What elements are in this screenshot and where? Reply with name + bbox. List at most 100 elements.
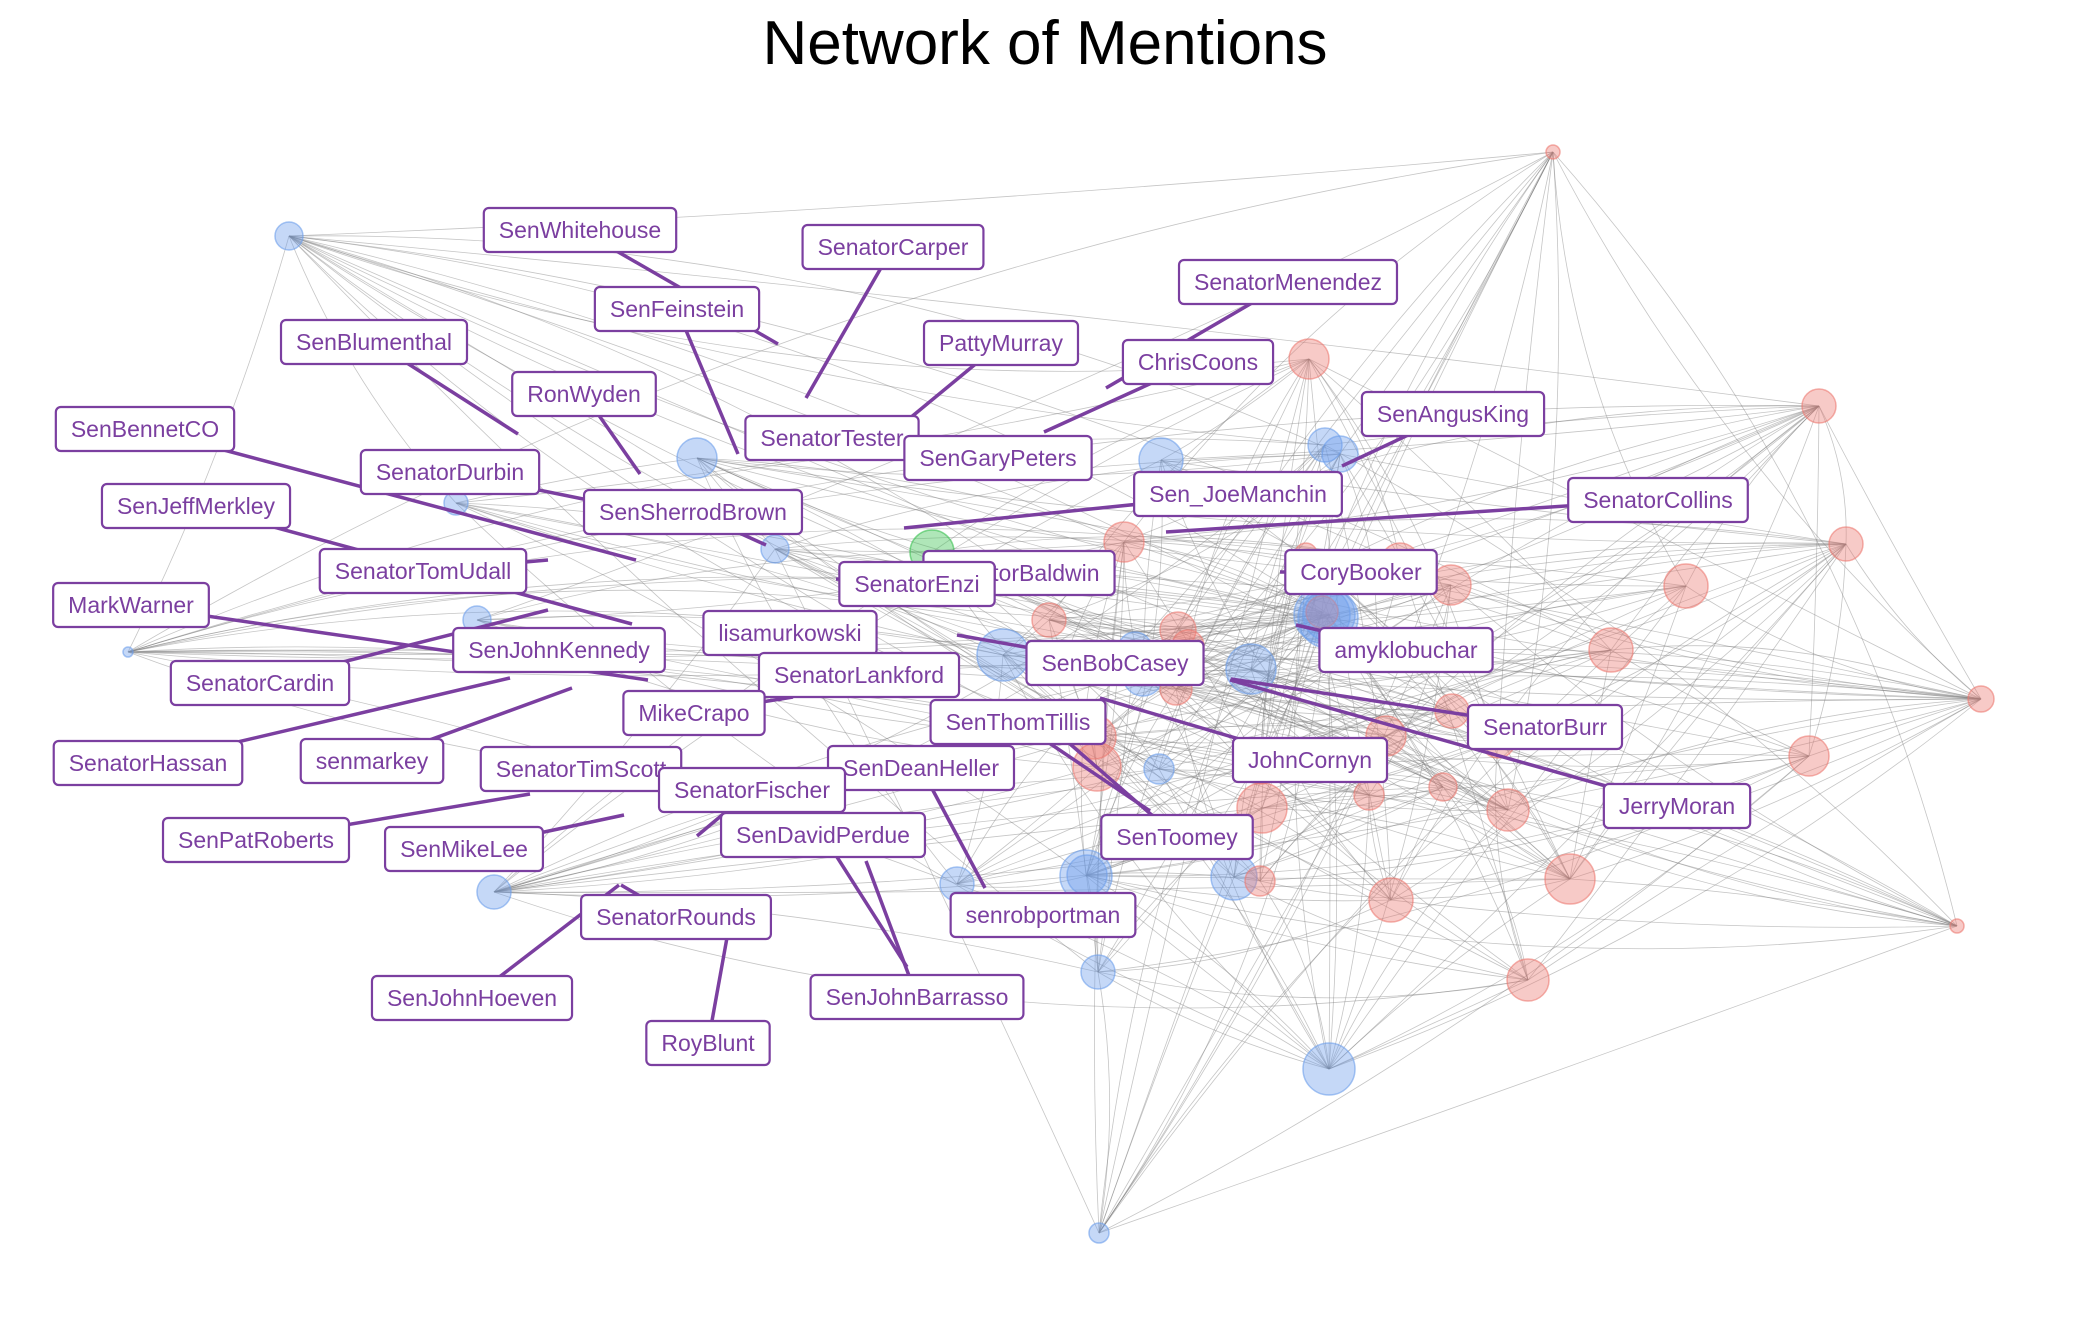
node-label-box <box>370 974 574 1022</box>
node-label-text: SenAngusKing <box>1377 401 1529 427</box>
edge <box>1569 649 1612 880</box>
edge <box>1123 518 1847 545</box>
node-label-text: SenatorHassan <box>69 750 228 776</box>
node-label: CoryBooker <box>1284 548 1438 596</box>
edge <box>1808 698 1982 757</box>
node-label-text: SenToomey <box>1116 824 1238 850</box>
edge <box>1552 151 1958 927</box>
edge <box>1385 735 1509 811</box>
edge <box>1808 543 1847 757</box>
node-red <box>1288 338 1330 380</box>
edge <box>1175 688 1444 788</box>
node-label: SenatorLankford <box>757 651 961 699</box>
edge <box>1175 675 1982 700</box>
node-label: PattyMurray <box>922 319 1080 367</box>
edge <box>288 235 1377 647</box>
edge <box>1175 543 1847 690</box>
node-label-box <box>1231 736 1389 784</box>
node-label-box <box>1466 703 1624 751</box>
node-label-box <box>482 206 678 254</box>
edge <box>1328 543 1847 616</box>
node-blue <box>122 646 134 658</box>
label-leader-line <box>804 246 895 399</box>
edge <box>1385 543 1847 737</box>
node-blue <box>1321 435 1359 473</box>
edge <box>1390 543 1847 901</box>
edge <box>1093 736 1392 901</box>
node-label: amyklobuchar <box>1318 626 1494 674</box>
edge <box>288 235 1125 543</box>
node-label-box <box>929 698 1107 746</box>
node-label-text: SenThomTillis <box>946 709 1091 735</box>
node-label-text: SenatorRounds <box>596 904 756 930</box>
node-label-text: SenBlumenthal <box>296 329 452 355</box>
edge <box>696 457 1847 545</box>
edge <box>1177 585 1687 631</box>
edge <box>1233 358 1310 878</box>
edge <box>1048 619 1982 700</box>
edge <box>1261 807 1571 880</box>
edge <box>1845 543 1982 700</box>
node-label: MikeCrapo <box>622 689 766 737</box>
edge <box>1385 735 1444 788</box>
node-red <box>1031 602 1067 638</box>
node-label: Sen_JoeManchin <box>1133 470 1343 518</box>
edge <box>1442 786 1571 880</box>
node-label-text: JerryMoran <box>1619 793 1735 819</box>
node-label: SenGaryPeters <box>903 434 1093 482</box>
node-blue <box>676 437 718 479</box>
node-label-box <box>579 893 773 941</box>
edge <box>1818 405 1982 700</box>
node-label-text: lisamurkowski <box>718 620 861 646</box>
node-label: SenBennetCO <box>54 405 236 453</box>
node-label-box <box>100 482 292 530</box>
edge <box>1442 786 1958 927</box>
edge <box>493 753 1810 893</box>
edge <box>1328 614 1331 1070</box>
edge <box>127 589 1136 653</box>
edge <box>288 235 1341 455</box>
node-label: RonWyden <box>511 370 657 418</box>
node-label: SenWhitehouse <box>482 206 678 254</box>
edge <box>1002 619 1050 656</box>
node-label-box <box>318 547 528 595</box>
edge <box>1259 878 1571 899</box>
node-label-text: JohnCornyn <box>1248 747 1372 773</box>
node-label-text: SenatorBurr <box>1483 714 1607 740</box>
edge <box>1175 688 1529 981</box>
edge <box>1308 358 1571 880</box>
edge <box>1233 876 1529 981</box>
node-label: SenJohnHoeven <box>370 974 574 1022</box>
node-label: JerryMoran <box>1602 782 1752 830</box>
node-label: SenatorDurbin <box>359 448 541 496</box>
edge <box>1368 794 1392 901</box>
node-label-text: SenatorLankford <box>774 662 944 688</box>
label-leader-line <box>675 308 740 455</box>
node-label-box <box>838 560 996 608</box>
node-label-text: amyklobuchar <box>1334 637 1478 663</box>
node-label-text: ChrisCoons <box>1138 349 1258 375</box>
edge <box>476 551 933 621</box>
node-label-box <box>54 405 236 453</box>
node-label-box <box>922 319 1080 367</box>
node-label-box <box>52 739 244 787</box>
edge <box>1098 611 1323 1234</box>
node-label-box <box>279 318 469 366</box>
node-label-box <box>1121 338 1275 386</box>
node-label-text: SenBennetCO <box>71 416 219 442</box>
edge <box>1142 649 1982 700</box>
edge <box>1098 876 1235 1234</box>
edge <box>1002 654 1810 767</box>
node-label-box <box>593 285 761 333</box>
node-label: SenatorHassan <box>52 739 244 787</box>
node-label-box <box>1100 813 1254 861</box>
node-label-text: SenJohnKennedy <box>468 637 650 663</box>
edge <box>1098 617 1329 1234</box>
node-label-text: Sen_JoeManchin <box>1149 481 1327 507</box>
node-label-box <box>511 370 657 418</box>
node-label-box <box>1602 782 1752 830</box>
edge <box>288 235 1982 700</box>
node-label-text: SenatorTimScott <box>496 756 667 782</box>
edge <box>493 585 1687 893</box>
edge <box>288 151 1554 237</box>
